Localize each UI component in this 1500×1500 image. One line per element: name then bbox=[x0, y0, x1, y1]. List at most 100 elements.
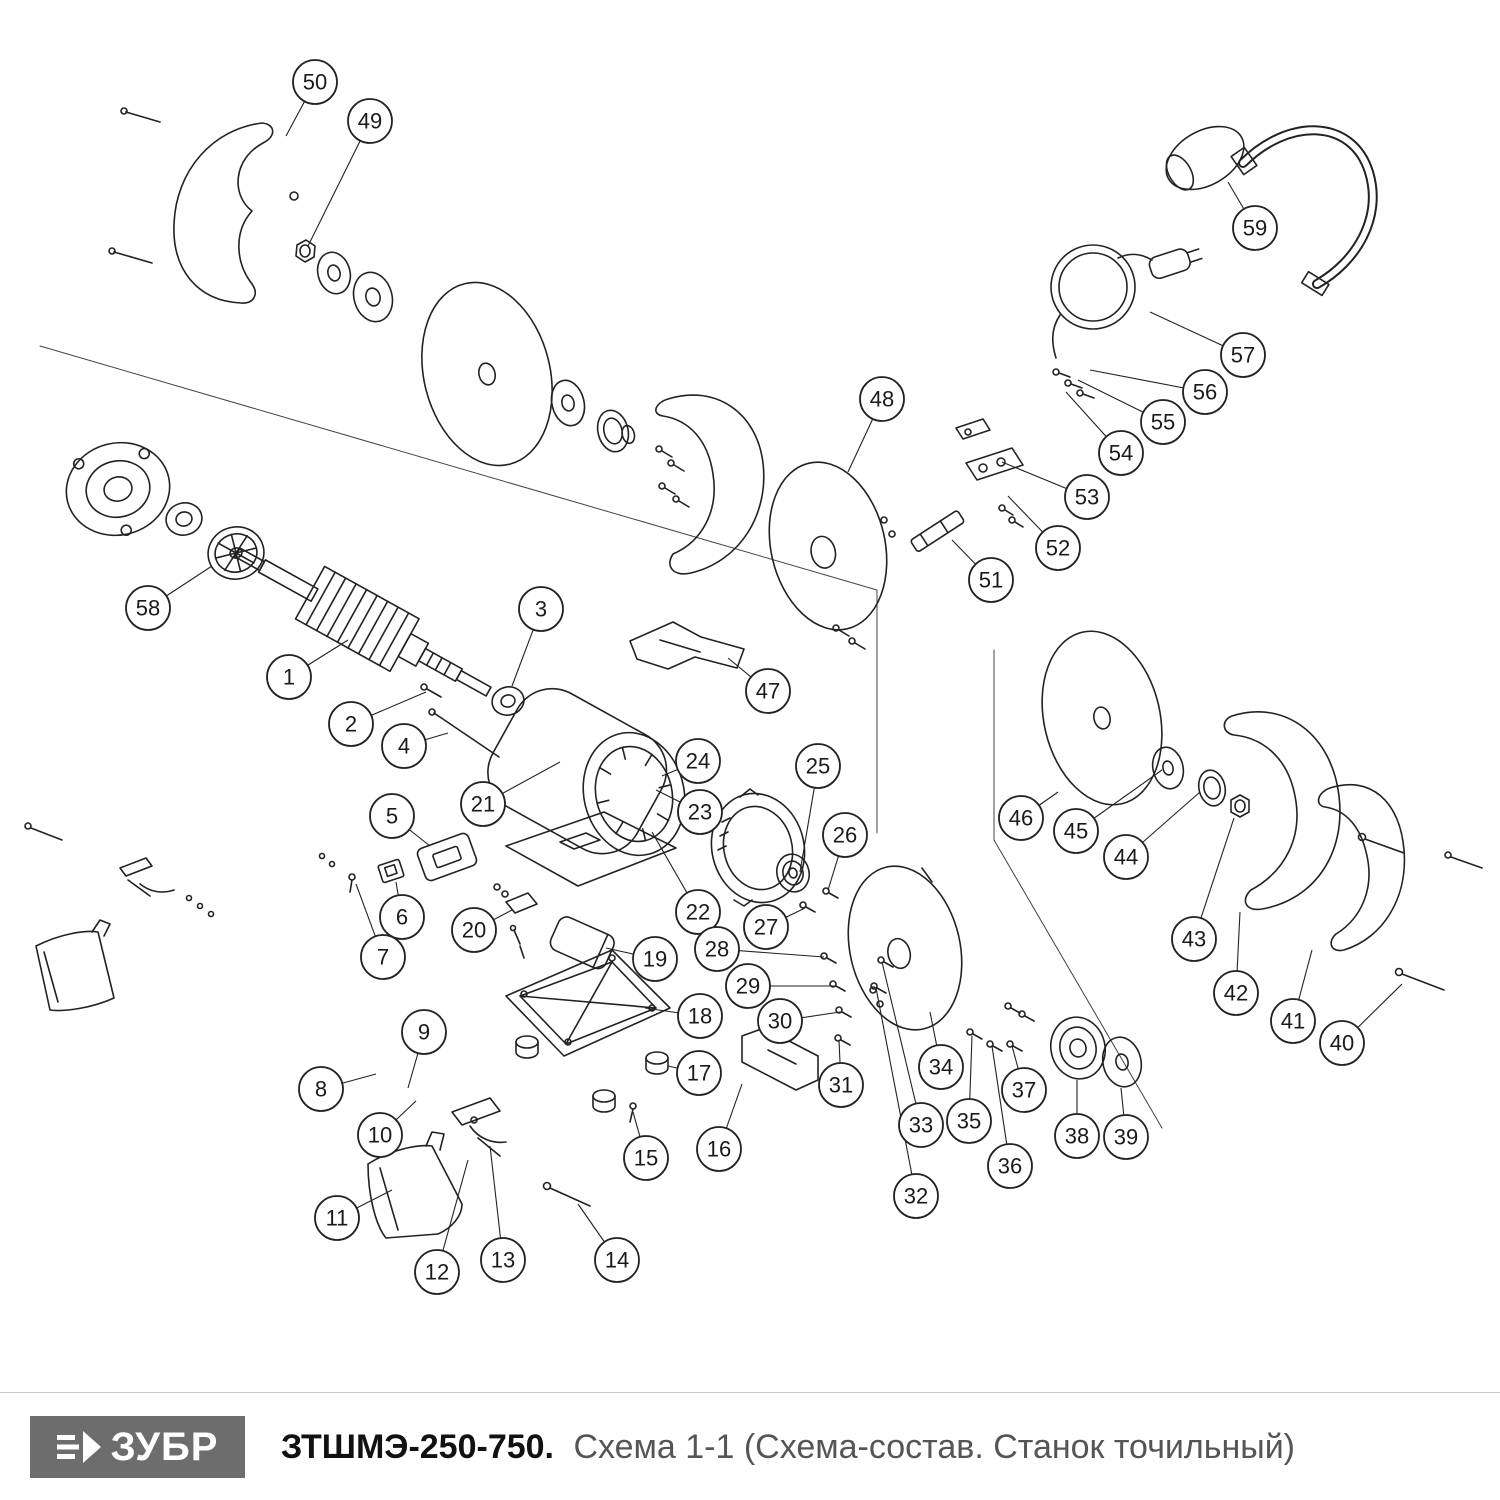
callout-circle-33 bbox=[899, 1103, 943, 1147]
callout-number-23: 23 bbox=[688, 800, 712, 825]
callout-circle-14 bbox=[595, 1238, 639, 1282]
callout-number-7: 7 bbox=[377, 945, 389, 970]
callout-circle-25 bbox=[796, 744, 840, 788]
callout-number-43: 43 bbox=[1182, 927, 1206, 952]
callout-circle-19 bbox=[633, 937, 677, 981]
callout-circle-53 bbox=[1065, 475, 1109, 519]
callout-number-48: 48 bbox=[870, 387, 894, 412]
callout-number-57: 57 bbox=[1231, 343, 1255, 368]
switch-screw bbox=[320, 854, 356, 893]
schema-caption: Схема 1-1 (Схема-состав. Станок точильны… bbox=[573, 1427, 1296, 1466]
foot-stud bbox=[630, 1103, 636, 1122]
callout-number-12: 12 bbox=[425, 1260, 449, 1285]
grinding-wheel-right bbox=[1026, 619, 1179, 817]
callout-circle-18 bbox=[678, 994, 722, 1038]
callout-number-29: 29 bbox=[736, 974, 760, 999]
callout-circle-7 bbox=[361, 935, 405, 979]
callout-circle-59 bbox=[1233, 206, 1277, 250]
callout-number-47: 47 bbox=[756, 679, 780, 704]
wheel-washer-right bbox=[1149, 744, 1188, 792]
callout-number-45: 45 bbox=[1064, 819, 1088, 844]
callout-number-58: 58 bbox=[136, 596, 160, 621]
callout-circle-40 bbox=[1320, 1021, 1364, 1065]
callout-number-20: 20 bbox=[462, 918, 486, 943]
callout-number-6: 6 bbox=[396, 905, 408, 930]
callout-number-8: 8 bbox=[315, 1077, 327, 1102]
callout-circle-39 bbox=[1104, 1115, 1148, 1159]
callout-circle-57 bbox=[1221, 333, 1265, 377]
motor-housing bbox=[474, 674, 698, 868]
callout-number-40: 40 bbox=[1330, 1031, 1354, 1056]
callout-circle-47 bbox=[746, 669, 790, 713]
callout-number-49: 49 bbox=[358, 109, 382, 134]
wheel-guard-half-left bbox=[656, 395, 764, 574]
capacitor-screw bbox=[511, 926, 525, 959]
model-number: ЗТШМЭ-250-750. bbox=[281, 1427, 554, 1466]
callout-circle-38 bbox=[1055, 1114, 1099, 1158]
guard-bolts-right bbox=[1359, 834, 1483, 991]
motor-end-bell-left bbox=[56, 432, 179, 547]
callout-circle-13 bbox=[481, 1238, 525, 1282]
callout-circle-2 bbox=[329, 702, 373, 746]
callout-circle-17 bbox=[677, 1051, 721, 1095]
callout-number-24: 24 bbox=[686, 749, 710, 774]
callout-circle-12 bbox=[415, 1250, 459, 1294]
callout-circle-3 bbox=[519, 587, 563, 631]
callout-circle-1 bbox=[267, 655, 311, 699]
callout-circle-31 bbox=[819, 1063, 863, 1107]
wheel-washer-left bbox=[547, 377, 589, 429]
callout-circle-21 bbox=[461, 782, 505, 826]
wheel-inner-flange-right bbox=[1195, 768, 1228, 809]
callout-number-1: 1 bbox=[283, 665, 295, 690]
grinding-wheel-left bbox=[403, 269, 570, 480]
wheel-guard-cover-left bbox=[174, 123, 298, 303]
callout-circle-15 bbox=[624, 1136, 668, 1180]
callout-circle-27 bbox=[744, 905, 788, 949]
power-cord bbox=[1051, 243, 1204, 358]
mount-bolt bbox=[544, 1183, 591, 1207]
callout-circle-29 bbox=[726, 964, 770, 1008]
callout-number-31: 31 bbox=[829, 1073, 853, 1098]
callout-number-16: 16 bbox=[707, 1137, 731, 1162]
motor-clip bbox=[494, 884, 537, 913]
callout-number-3: 3 bbox=[535, 597, 547, 622]
callout-number-26: 26 bbox=[833, 823, 857, 848]
callout-number-42: 42 bbox=[1224, 981, 1248, 1006]
callout-circle-5 bbox=[370, 794, 414, 838]
callout-leader-49 bbox=[308, 121, 370, 246]
callout-number-30: 30 bbox=[768, 1009, 792, 1034]
callout-number-5: 5 bbox=[386, 804, 398, 829]
callout-circle-24 bbox=[676, 739, 720, 783]
callout-circle-45 bbox=[1054, 809, 1098, 853]
callout-circle-4 bbox=[382, 724, 426, 768]
callout-number-21: 21 bbox=[471, 792, 495, 817]
callout-number-32: 32 bbox=[904, 1184, 928, 1209]
guard-backplate-48 bbox=[753, 450, 902, 649]
callout-number-56: 56 bbox=[1193, 380, 1217, 405]
callout-number-2: 2 bbox=[345, 712, 357, 737]
bearing-front bbox=[489, 684, 527, 719]
callout-number-28: 28 bbox=[705, 937, 729, 962]
wheel-flange-left bbox=[593, 406, 637, 455]
callout-number-34: 34 bbox=[929, 1055, 953, 1080]
diagram-title: ЗТШМЭ-250-750. Схема 1-1 (Схема-состав. … bbox=[281, 1428, 1295, 1467]
motor-end-cap-right bbox=[700, 784, 816, 913]
callout-number-52: 52 bbox=[1046, 536, 1070, 561]
callout-number-59: 59 bbox=[1243, 216, 1267, 241]
callout-circle-52 bbox=[1036, 526, 1080, 570]
callout-circle-35 bbox=[947, 1099, 991, 1143]
callout-circle-46 bbox=[999, 796, 1043, 840]
callout-circle-9 bbox=[402, 1010, 446, 1054]
callout-circle-41 bbox=[1271, 999, 1315, 1043]
flexible-lamp bbox=[1155, 114, 1373, 296]
brand-name: ЗУБР bbox=[110, 1424, 219, 1469]
rotor-shaft-assembly bbox=[223, 526, 503, 718]
callout-number-25: 25 bbox=[806, 754, 830, 779]
callout-circle-51 bbox=[969, 558, 1013, 602]
bearing-left bbox=[163, 499, 206, 539]
callout-number-17: 17 bbox=[687, 1061, 711, 1086]
callout-number-27: 27 bbox=[754, 915, 778, 940]
callout-number-50: 50 bbox=[303, 70, 327, 95]
